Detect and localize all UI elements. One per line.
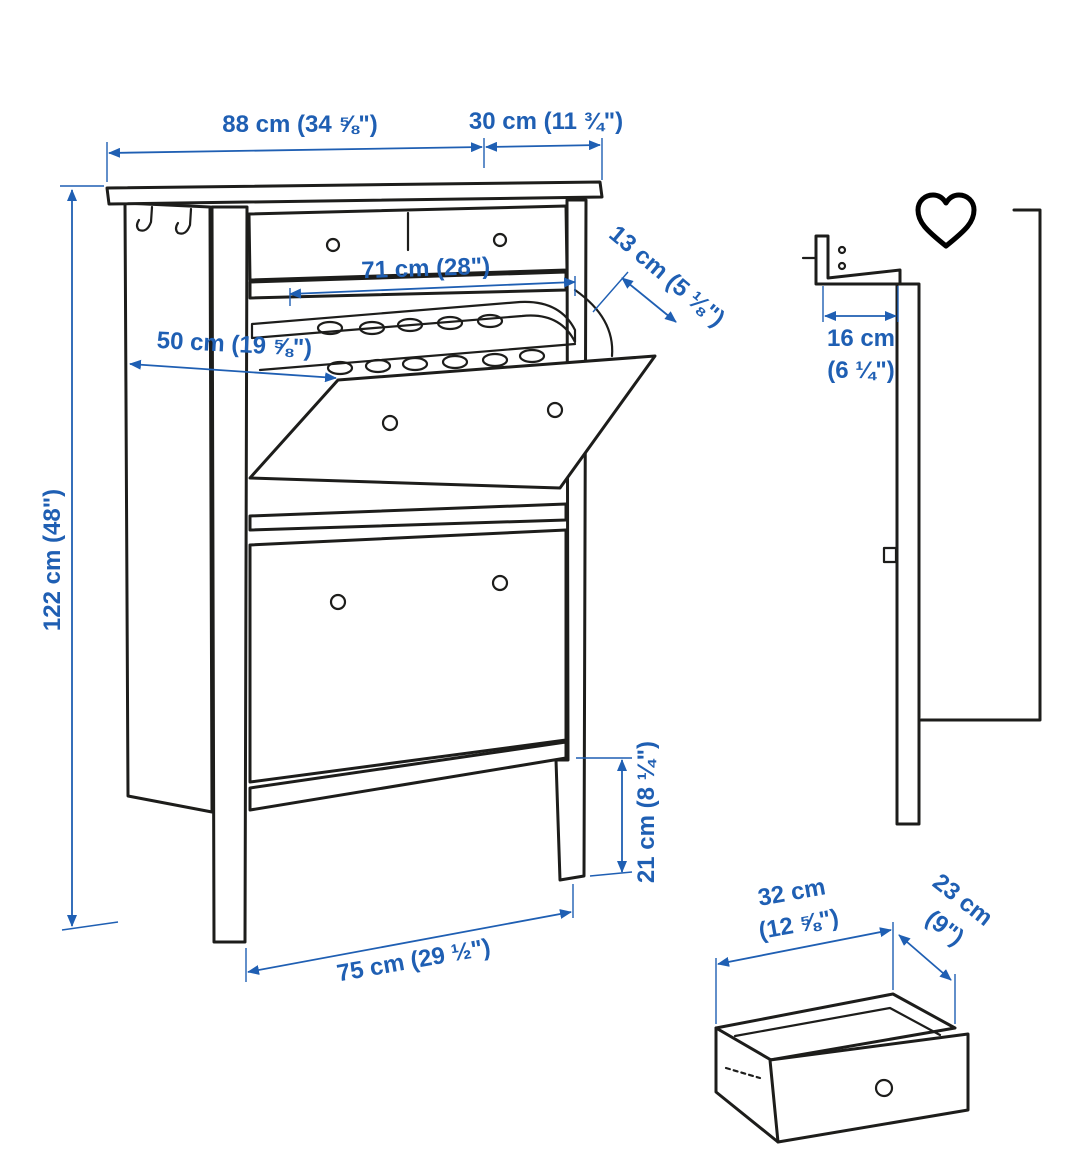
label-width-top: 88 cm (34 ⅝"): [222, 111, 377, 138]
label-leg-height: 21 cm (8 ¼"): [633, 741, 660, 883]
coat-hook-left: [135, 205, 154, 232]
bottom-rail: [248, 740, 568, 812]
knob: [325, 237, 341, 253]
coat-hook-right: [174, 207, 193, 235]
label-wall-bracket-2: (6 ¼"): [827, 357, 894, 384]
side-knob: [882, 546, 898, 564]
shoe-cabinet-drawing: [105, 180, 657, 944]
heart-outline-icon: [915, 192, 977, 249]
label-depth-top: 30 cm (11 ¾"): [469, 108, 623, 135]
cabinet-side-panel: [123, 201, 214, 814]
label-drawer-width-2: (12 ⅝"): [757, 904, 841, 945]
dimension-lines: [60, 138, 956, 1024]
drawer-inner: [733, 1006, 942, 1038]
drawer-front: [768, 1032, 970, 1144]
closed-shoe-flap: [248, 528, 568, 784]
cabinet-left-leg: [210, 205, 249, 944]
wall-profile: [918, 208, 1042, 722]
drawer-drawing: [714, 992, 970, 1144]
wall-bracket: [814, 234, 902, 286]
middle-rail: [248, 502, 568, 532]
label-inner-width: 71 cm (28"): [361, 253, 491, 284]
knob: [546, 401, 564, 419]
shoe-rack-upper: [250, 300, 577, 344]
shoe-slots: [316, 313, 546, 376]
flap-hinge-arc: [573, 288, 614, 358]
knob: [491, 574, 509, 592]
label-drawer-width-1: 32 cm: [756, 873, 828, 911]
drawer-knob: [874, 1078, 894, 1098]
label-wall-bracket-1: 16 cm: [827, 325, 895, 352]
favorite-button[interactable]: [910, 190, 982, 254]
knob: [492, 232, 508, 248]
cabinet-top-board: [105, 180, 604, 206]
open-shoe-flap: [248, 354, 657, 490]
knob: [329, 593, 347, 611]
side-view-drawing: [801, 208, 1042, 826]
knob: [381, 414, 399, 432]
label-height: 122 cm (48"): [39, 489, 66, 631]
side-panel-profile: [895, 282, 921, 826]
